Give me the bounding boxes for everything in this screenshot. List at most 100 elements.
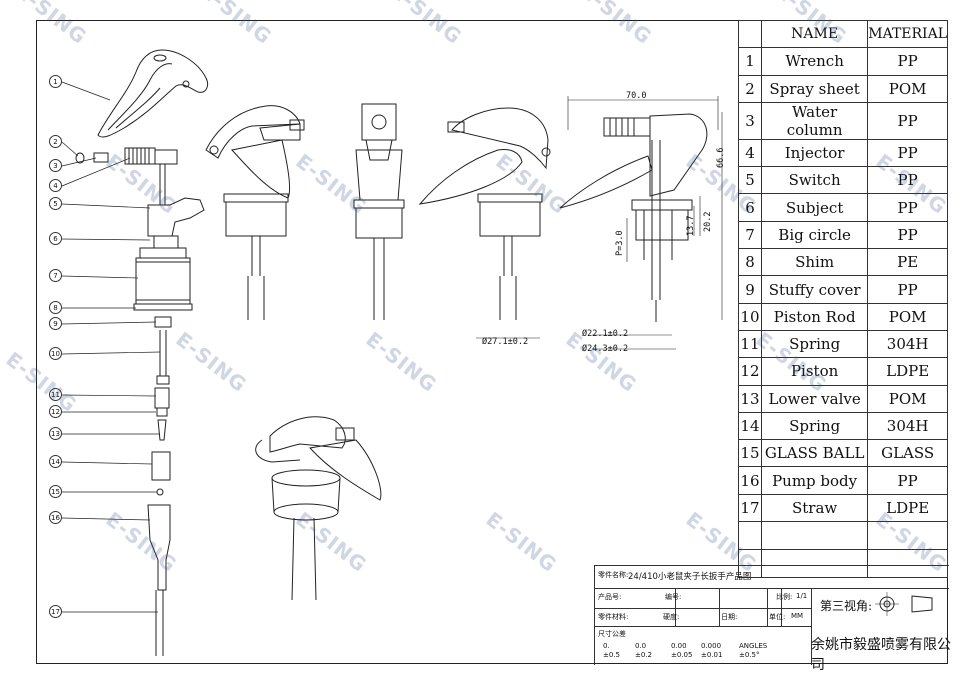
tolerance-range: ±0.01 — [701, 651, 723, 659]
bom-cell-no: 12 — [738, 357, 762, 386]
part-balloon: 7 — [49, 269, 62, 282]
bom-cell-material: PP — [867, 466, 948, 495]
dim-13-7: 13.7 — [686, 215, 696, 236]
bom-cell-name: Switch — [760, 166, 869, 195]
tolerance-value: 0. — [603, 642, 610, 650]
dim-dia-22: Ø22.1±0.2 — [582, 329, 629, 339]
bom-cell-no: 17 — [738, 493, 762, 523]
bom-cell-material: PP — [867, 101, 948, 140]
part-balloon: 16 — [49, 511, 62, 524]
bom-cell-name: Spring — [760, 411, 869, 441]
bom-cell-material: PP — [867, 47, 948, 76]
bom-cell-name: GLASS BALL — [760, 439, 869, 468]
tolerance-value: ANGLES — [739, 642, 768, 650]
bom-cell-material: POM — [867, 302, 948, 331]
bom-cell-material: LDPE — [867, 357, 948, 386]
projection-symbol — [875, 592, 933, 616]
bom-cell-material: LDPE — [867, 493, 948, 523]
part-balloon: 5 — [49, 197, 62, 210]
part-balloon: 12 — [49, 405, 62, 418]
bom-cell-material: PP — [867, 193, 948, 222]
hardness-label: 硬度: — [663, 613, 680, 621]
bom-header-row: NAME MATERIAL — [738, 19, 948, 49]
bom-cell-name: Shim — [760, 248, 869, 277]
part-balloon: 3 — [49, 159, 62, 172]
bom-cell-no: 13 — [738, 384, 762, 413]
dim-dia-24: Ø24.3±0.2 — [582, 344, 629, 354]
bom-cell-name: Spring — [760, 329, 869, 359]
material-label: 零件材料: — [598, 613, 629, 621]
tolerance-range: ±0.05 — [671, 651, 693, 659]
part-balloon: 13 — [49, 427, 62, 440]
bom-cell-no: 15 — [738, 439, 762, 468]
company-name: 余姚市毅盛喷雾有限公司 — [811, 637, 951, 673]
part-balloon: 17 — [49, 605, 62, 618]
balloon-leaders — [61, 81, 161, 613]
bom-cell-name: Stuffy cover — [760, 275, 869, 304]
exploded-nozzle — [75, 147, 178, 205]
bom-header-no — [738, 19, 762, 49]
bom-cell-no: 3 — [738, 101, 762, 140]
bom-cell-name: Piston — [760, 357, 869, 386]
bom-cell-material: PP — [867, 275, 948, 304]
part-balloon: 11 — [49, 388, 62, 401]
bom-cell-name: Wrench — [760, 47, 869, 76]
unit-value: MM — [791, 612, 804, 620]
dim-width: 70.0 — [626, 91, 647, 101]
bom-cell-no: 11 — [738, 329, 762, 359]
drawing-frame — [36, 20, 948, 664]
bom-cell-name: Straw — [760, 493, 869, 523]
back-view-sprayer — [418, 107, 551, 320]
bom-cell-material: 304H — [867, 411, 948, 441]
bom-cell-material: PP — [867, 220, 948, 250]
bom-blank-row — [738, 549, 948, 579]
bom-header-material: MATERIAL — [867, 19, 948, 49]
part-name-label: 零件名称: — [598, 571, 629, 579]
section-view-sprayer — [559, 113, 708, 322]
part-balloon: 4 — [49, 179, 62, 192]
bom-cell-name: Water column — [760, 101, 869, 140]
bom-cell-material: POM — [867, 384, 948, 413]
bom-cell-name: Big circle — [760, 220, 869, 250]
bom-cell-name: Spray sheet — [760, 74, 869, 103]
exploded-trigger — [97, 49, 209, 138]
bom-cell-material: 304H — [867, 329, 948, 359]
product-no-label: 产品号: — [598, 593, 622, 601]
bom-cell-no: 2 — [738, 74, 762, 103]
isometric-view-sprayer — [255, 416, 382, 601]
tolerance-range: ±0.5° — [739, 651, 760, 659]
dim-dia-27: Ø27.1±0.2 — [482, 337, 529, 347]
dim-20-2: 20.2 — [703, 211, 713, 232]
bom-cell-no: 14 — [738, 411, 762, 441]
part-name: 24/410小老鼠夹子长扳手产品图 — [628, 572, 752, 582]
scale-value: 1/1 — [796, 592, 808, 600]
number-label: 编号: — [665, 593, 682, 601]
tolerance-range: ±0.5 — [603, 651, 620, 659]
bom-cell-name: Lower valve — [760, 384, 869, 413]
bom-cell-material: PE — [867, 248, 948, 277]
bom-cell-name: Subject — [760, 193, 869, 222]
bom-cell-no: 16 — [738, 466, 762, 495]
bom-cell-name: Injector — [760, 138, 869, 168]
unit-label: 单位: — [769, 613, 786, 621]
bom-cell-name: Pump body — [760, 466, 869, 495]
bom-cell-no: 10 — [738, 302, 762, 331]
part-balloon: 15 — [49, 485, 62, 498]
dimension-lines — [476, 96, 723, 350]
exploded-body — [133, 197, 205, 328]
